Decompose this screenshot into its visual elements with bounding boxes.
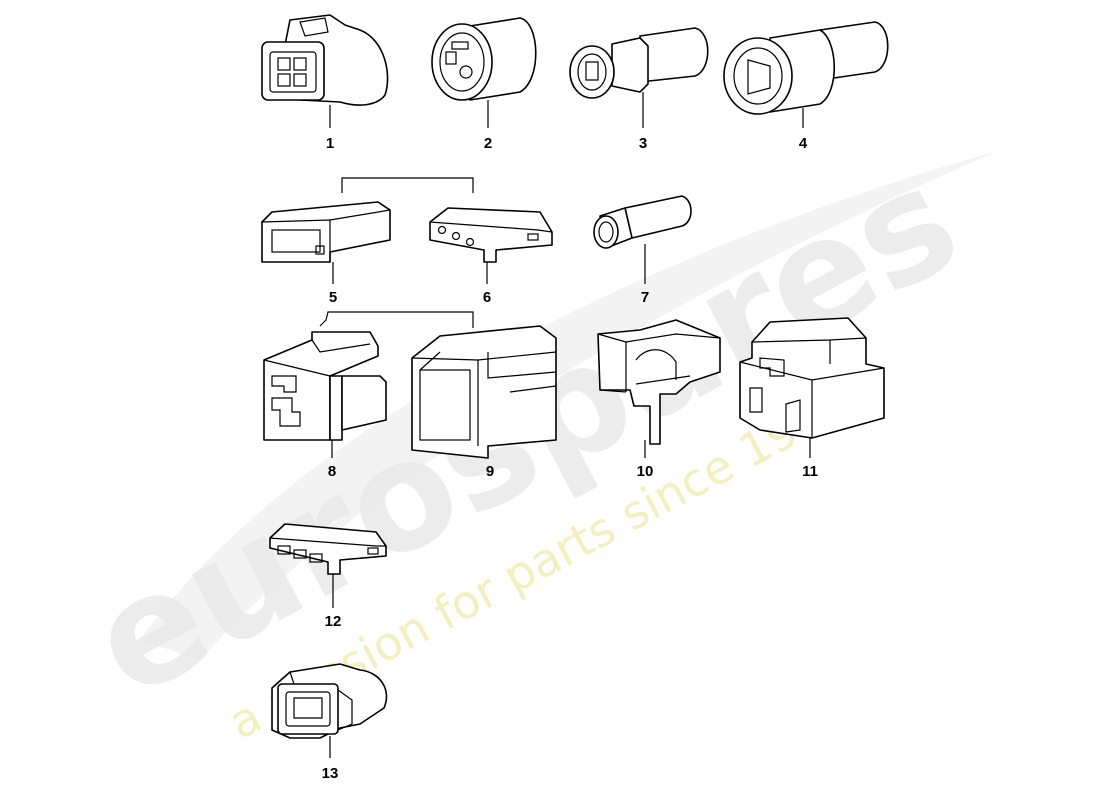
part-5-label: 5 [329,289,337,306]
part-1-label: 1 [326,135,334,152]
part-7-label: 7 [641,289,649,306]
part-11-connector[interactable] [739,317,885,458]
part-4-label: 4 [799,135,808,152]
part-6-connector[interactable] [429,207,553,284]
part-12-connector[interactable] [269,523,387,608]
part-4-connector[interactable] [723,21,889,128]
bracket-5-6 [341,177,474,193]
part-13-label: 13 [322,765,339,782]
part-6-label: 6 [483,289,491,306]
part-9-connector[interactable] [411,325,557,459]
part-2-label: 2 [484,135,492,152]
part-10-label: 10 [637,463,654,480]
part-8-connector[interactable] [263,331,387,458]
part-12-label: 12 [325,613,342,630]
part-2-connector[interactable] [431,17,537,128]
part-13-connector[interactable] [271,663,388,758]
part-10-connector[interactable] [597,319,721,458]
part-3-connector[interactable] [569,27,709,128]
part-11-label: 11 [802,463,818,480]
part-3-label: 3 [639,135,647,152]
part-7-connector[interactable] [593,195,692,284]
part-9-label: 9 [486,463,494,480]
part-1-connector[interactable] [261,14,389,128]
part-8-label: 8 [328,463,336,480]
watermark-swoosh [140,150,1000,660]
part-5-connector[interactable] [261,201,391,284]
bracket-8-9 [319,311,474,328]
